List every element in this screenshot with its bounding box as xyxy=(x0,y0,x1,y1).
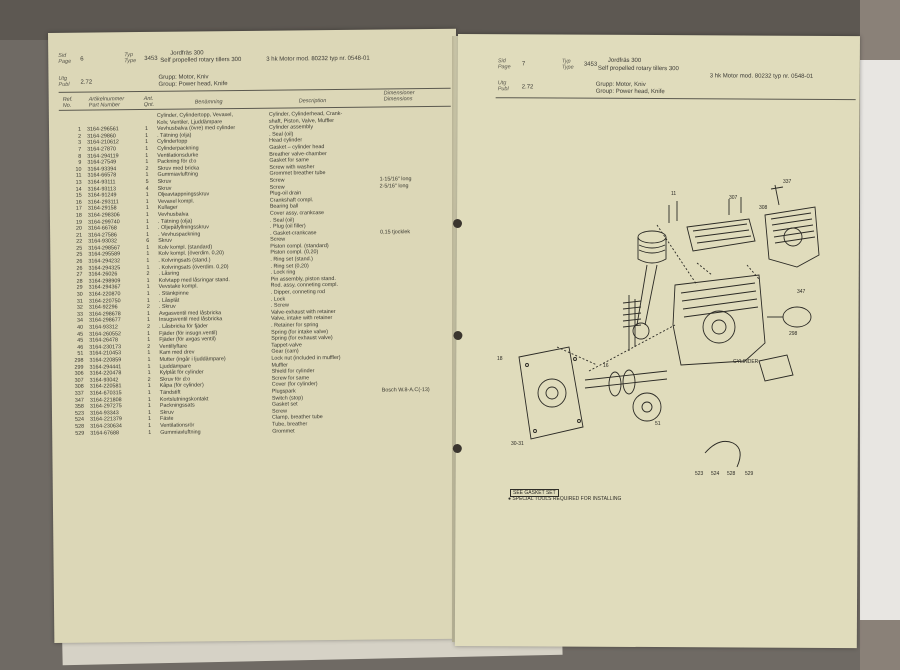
motor-model: 3 hk Motor mod. 80232 typ nr. 0548-01 xyxy=(266,55,370,63)
diagram-label-528: 528 xyxy=(727,471,736,477)
page-label: Sid Page xyxy=(58,52,72,65)
breather-tube xyxy=(704,440,741,468)
machine-name-sv: Jordfräs 300 xyxy=(170,50,204,57)
publ-number: 2.72 xyxy=(80,79,93,86)
machine-name-en: Self propelled rotary tillers 300 xyxy=(160,56,242,64)
diagram-label-cylinder: CYLINDER xyxy=(733,359,759,365)
punch-hole xyxy=(452,443,462,454)
diagram-label-51: 51 xyxy=(655,421,661,427)
see-gasket-set-box: SEE GASKET SET xyxy=(510,489,559,497)
row-quantity: 1 xyxy=(148,429,152,436)
parts-table: Cylinder, Cylindertopp, Vevaxel,Cylinder… xyxy=(61,110,454,437)
cylinder-block-upper xyxy=(764,206,820,268)
muffler xyxy=(782,306,812,328)
crankcase-cover xyxy=(518,346,584,440)
page-number: 7 xyxy=(521,61,526,68)
group-en: Group: Power head, Knife xyxy=(158,81,228,88)
row-ref: 529 xyxy=(75,430,85,437)
type-label: Typ Type xyxy=(561,58,574,71)
row-part-number: 3164-67688 xyxy=(90,429,120,437)
machine-name-en: Self propelled rotary tillers 300 xyxy=(597,65,679,73)
group-en: Group: Power head, Knife xyxy=(595,88,665,96)
bolts xyxy=(668,197,742,223)
publ-number: 2.72 xyxy=(521,84,534,91)
diagram-label-337: 337 xyxy=(783,179,792,185)
engine-block xyxy=(672,274,766,366)
diagram-label-298: 298 xyxy=(789,331,798,337)
piston xyxy=(637,237,667,264)
underlying-page-right xyxy=(860,60,900,620)
diagram-label-347: 347 xyxy=(797,289,806,295)
motor-model: 3 hk Motor mod. 80232 typ nr. 0548-01 xyxy=(709,73,814,80)
spark-plug xyxy=(770,184,784,206)
diagram-label-30-31: 30-31 xyxy=(511,441,524,447)
row-benamning: Gummiavluftning xyxy=(160,428,201,436)
diagram-label-308: 308 xyxy=(759,205,768,211)
machine-name-sv: Jordfräs 300 xyxy=(607,57,642,64)
cylinder-head xyxy=(686,218,756,252)
group-sv: Grupp: Motor, Kniv xyxy=(158,74,209,81)
diagram-label-529: 529 xyxy=(745,471,754,477)
valve-stem xyxy=(628,295,636,351)
header-rule xyxy=(495,97,856,101)
row-description: Grommet xyxy=(272,427,295,435)
special-tools-text: SPECIAL TOOLS REQUIRED FOR INSTALLING xyxy=(512,496,622,502)
diagram-label-524: 524 xyxy=(711,471,720,477)
page-label: Sid Page xyxy=(497,58,511,71)
punch-hole xyxy=(453,330,463,341)
diagram-label-523: 523 xyxy=(695,471,704,477)
exploded-engine-diagram: 18 307 308 337 347 51 523 524 528 529 30… xyxy=(497,179,820,477)
cam-gear xyxy=(632,392,662,422)
diagram-label-16: 16 xyxy=(603,363,609,369)
group-sv: Grupp: Motor, Kniv xyxy=(595,81,646,88)
crankshaft xyxy=(584,370,668,389)
diagram-label-18: 18 xyxy=(497,356,503,362)
publ-label: Utg Publ xyxy=(58,75,70,88)
col-qty: Ant.Qnt. xyxy=(143,95,155,109)
type-label: Typ Type xyxy=(124,52,137,65)
breather-chamber xyxy=(758,354,794,382)
col-description: Description xyxy=(298,98,327,105)
page-number: 6 xyxy=(80,56,84,63)
connecting-rod xyxy=(636,264,658,326)
diagram-label-11: 11 xyxy=(671,191,676,197)
special-tools-footnote: ● SPECIAL TOOLS REQUIRED FOR INSTALLING xyxy=(508,496,622,502)
col-benamning: Benämning xyxy=(194,99,223,106)
type-number: 3453 xyxy=(144,55,158,62)
type-number: 3453 xyxy=(583,61,598,68)
diagram-label-307: 307 xyxy=(729,195,738,201)
publ-label: Utg Publ xyxy=(497,80,509,93)
punch-hole xyxy=(452,218,463,229)
col-ref: Ref.No. xyxy=(62,96,73,109)
left-page: Sid Page 6 Typ Type 3453 Jordfräs 300 Se… xyxy=(48,28,463,643)
